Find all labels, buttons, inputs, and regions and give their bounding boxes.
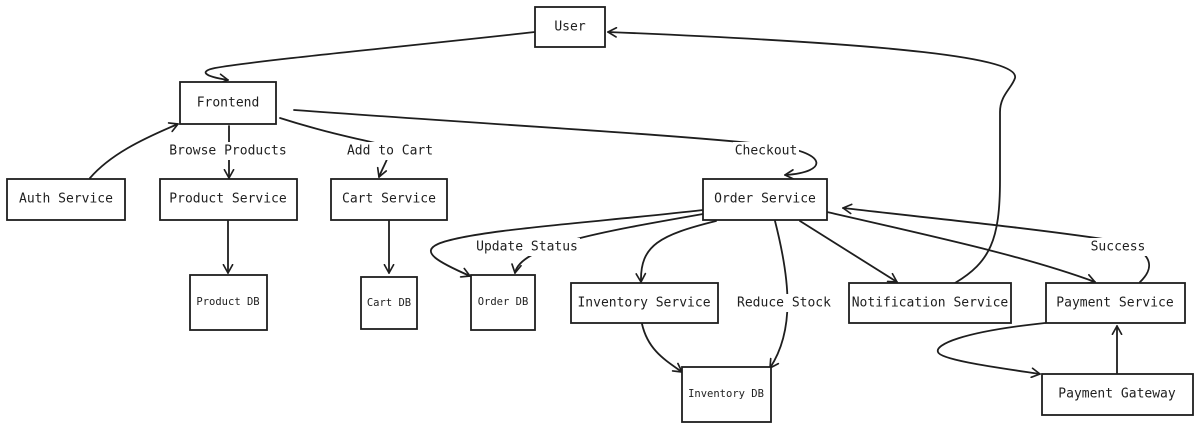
node-product-db: Product DB [189, 274, 268, 331]
svg-text:Payment Service: Payment Service [1056, 296, 1174, 311]
edge-order-to-order-db-status [430, 209, 704, 278]
node-product-service: Product Service [159, 178, 298, 221]
svg-text:Payment Gateway: Payment Gateway [1058, 387, 1176, 402]
svg-text:Inventory DB: Inventory DB [688, 388, 764, 400]
edge-label-reduce-stock: Reduce Stock [736, 294, 832, 312]
node-cart-service: Cart Service [330, 178, 448, 221]
edge-label-update-status: Update Status [474, 238, 580, 256]
node-payment-service: Payment Service [1045, 282, 1186, 324]
edge-payment-to-gateway [936, 322, 1046, 379]
node-order-db: Order DB [470, 274, 536, 331]
svg-text:Add to Cart: Add to Cart [347, 144, 433, 159]
edge-label-browse-products: Browse Products [168, 142, 288, 160]
svg-text:Cart DB: Cart DB [367, 297, 411, 309]
node-order-service: Order Service [702, 178, 828, 221]
edge-auth-to-frontend [89, 122, 179, 179]
svg-text:User: User [554, 20, 585, 35]
edge-label-add-to-cart: Add to Cart [346, 142, 434, 160]
node-auth-service: Auth Service [6, 178, 126, 221]
svg-text:Checkout: Checkout [735, 144, 798, 159]
edge-order-to-notification [799, 220, 898, 283]
svg-text:Product DB: Product DB [196, 296, 259, 308]
svg-text:Success: Success [1091, 240, 1146, 255]
edge-label-checkout: Checkout [733, 142, 799, 160]
node-inventory-db: Inventory DB [681, 366, 772, 423]
svg-text:Product Service: Product Service [169, 192, 287, 207]
svg-text:Notification Service: Notification Service [852, 296, 1009, 311]
svg-text:Browse Products: Browse Products [169, 144, 286, 159]
edge-notification-to-user [607, 26, 1016, 284]
svg-text:Order Service: Order Service [714, 192, 816, 207]
svg-text:Update Status: Update Status [476, 240, 578, 255]
svg-text:Inventory Service: Inventory Service [577, 296, 710, 311]
svg-text:Cart Service: Cart Service [342, 192, 436, 207]
svg-text:Frontend: Frontend [197, 96, 260, 111]
svg-text:Reduce Stock: Reduce Stock [737, 296, 831, 311]
edge-inventory-service-to-db [641, 323, 683, 373]
edge-frontend-to-order-service [293, 109, 818, 180]
node-cart-db: Cart DB [360, 276, 418, 330]
svg-text:Auth Service: Auth Service [19, 192, 113, 207]
node-payment-gateway: Payment Gateway [1041, 373, 1194, 416]
edge-order-to-inventory-service [635, 220, 717, 283]
edge-order-to-payment [826, 211, 1096, 285]
node-user: User [534, 6, 606, 48]
edge-user-to-frontend [204, 31, 536, 85]
edge-payment-to-order-success [842, 203, 1150, 283]
node-frontend: Frontend [179, 81, 277, 125]
edge-label-success: Success [1088, 238, 1148, 256]
node-notification-service: Notification Service [848, 282, 1012, 324]
svg-text:Order DB: Order DB [478, 296, 529, 308]
node-inventory-service: Inventory Service [570, 282, 719, 324]
